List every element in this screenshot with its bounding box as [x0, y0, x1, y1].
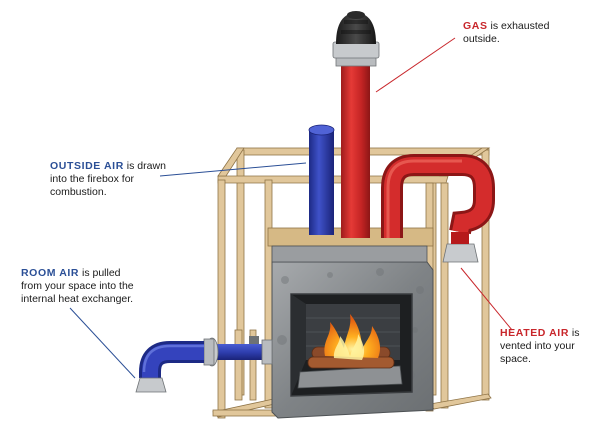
- room-air-leader: [69, 307, 136, 379]
- room-air-duct: [135, 336, 273, 393]
- heated-air-line1: is: [569, 327, 580, 339]
- gas-callout: GAS is exhausted outside.: [463, 20, 583, 46]
- callout-leaders: [69, 37, 513, 379]
- outside-air-line3: combustion.: [50, 186, 107, 198]
- outside-air-line2: into the firebox for: [50, 173, 135, 185]
- heated-air-callout: HEATED AIR is vented into your space.: [500, 327, 605, 366]
- room-air-line1: is pulled: [79, 267, 121, 279]
- room-air-line2: from your space into the: [21, 280, 134, 292]
- outside-air-keyword: OUTSIDE AIR: [50, 160, 124, 172]
- room-air-keyword: ROOM AIR: [21, 267, 80, 279]
- heated-air-leader: [460, 267, 513, 331]
- outside-air-pipe: [308, 124, 335, 235]
- heated-air-line3: space.: [500, 353, 531, 365]
- heated-air-line2: vented into your: [500, 340, 575, 352]
- gas-keyword: GAS: [463, 20, 488, 32]
- vent-cap: [332, 11, 380, 59]
- fire-logs: [307, 314, 395, 369]
- exhaust-pipe: [335, 55, 377, 238]
- gas-leader: [375, 37, 456, 93]
- room-air-callout: ROOM AIR is pulled from your space into …: [21, 267, 171, 306]
- gas-line2: outside.: [463, 33, 500, 45]
- outside-air-callout: OUTSIDE AIR is drawn into the firebox fo…: [50, 160, 190, 199]
- room-air-line3: internal heat exchanger.: [21, 293, 134, 305]
- gas-line1: is exhausted: [487, 20, 550, 32]
- heated-air-keyword: HEATED AIR: [500, 327, 569, 339]
- outside-air-leader: [159, 162, 307, 177]
- heated-air-duct: [381, 154, 495, 263]
- outside-air-line1: is drawn: [123, 160, 166, 172]
